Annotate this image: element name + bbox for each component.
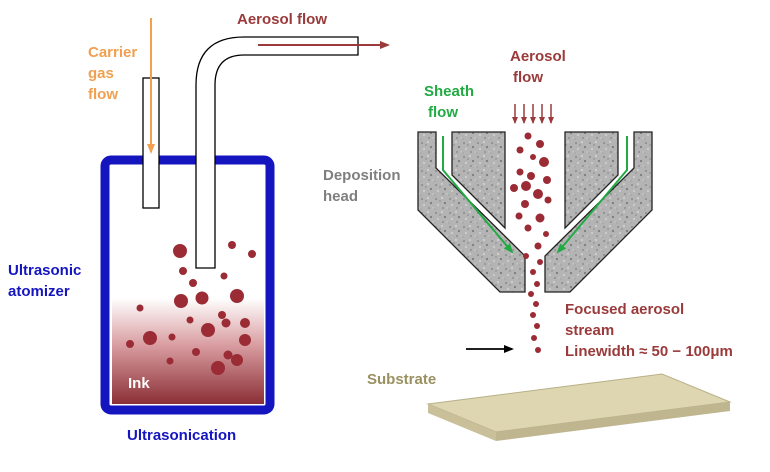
focused-aerosol-stream-label: Focused aerosol stream — [565, 301, 688, 339]
ink-fill — [112, 298, 264, 404]
aerosol-inlet-arrows — [512, 104, 554, 124]
sheath-flow-arrow-right — [556, 136, 628, 254]
deposition-head-label: Deposition head — [323, 167, 405, 205]
ultrasonication-label: Ultrasonication — [127, 427, 236, 444]
stream-droplets — [510, 132, 552, 353]
substrate — [426, 373, 732, 441]
vessel-droplets — [126, 241, 256, 375]
head-outer-left — [417, 131, 526, 293]
atomizer-vessel — [100, 155, 275, 415]
carrier-gas-flow-label: Carrier gas flow — [88, 44, 141, 103]
sheath-flow-arrow-left — [442, 136, 514, 254]
substrate-label: Substrate — [367, 371, 436, 388]
sheath-flow-label: Sheath flow — [424, 83, 478, 121]
aerosol-outlet-tube — [195, 36, 359, 269]
head-inner-left — [451, 131, 506, 230]
linewidth-label: Linewidth ≈ 50 − 100μm — [565, 343, 733, 360]
deposition-head — [417, 131, 653, 293]
aerosol-flow-top-label: Aerosol flow — [237, 11, 327, 28]
vessel-outline-icon — [100, 155, 275, 415]
ultrasonic-atomizer-label: Ultrasonic atomizer — [8, 262, 86, 300]
ink-label: Ink — [128, 375, 150, 392]
aerosol-flow-head-label: Aerosol flow — [510, 48, 570, 86]
head-outer-right — [544, 131, 653, 293]
head-inner-right — [564, 131, 619, 230]
